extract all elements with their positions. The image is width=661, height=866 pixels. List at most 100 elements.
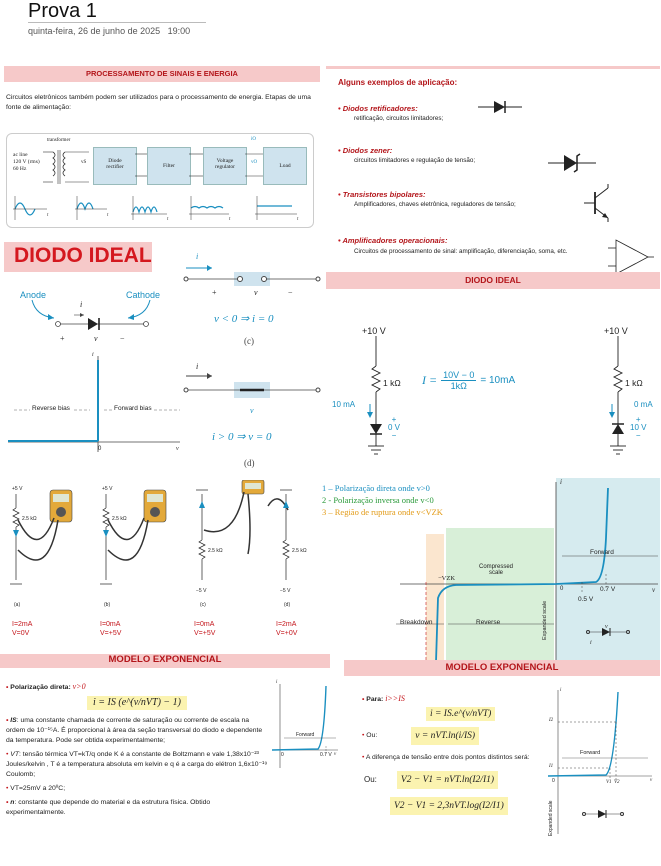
- wave-t-3: t: [167, 217, 169, 222]
- right-vcc: +10 V: [604, 326, 628, 336]
- diode-plus: +: [60, 334, 65, 343]
- example-bjt-desc: Amplificadores, chaves eletrônica, regul…: [354, 201, 516, 208]
- case-c-label: (c): [244, 336, 254, 346]
- exp-right-v: v: [650, 778, 653, 783]
- meter-d-resistor: 2.5 kΩ: [292, 548, 307, 554]
- example-opamp-desc: Circuitos de processamento de sinal: amp…: [354, 248, 568, 255]
- example-rectifier-desc: retificação, circuitos limitadores;: [354, 115, 444, 122]
- block-load: Load: [263, 147, 307, 185]
- diode-i-label: i: [80, 300, 83, 309]
- wave-t-2: t: [107, 213, 109, 218]
- source-line-2: 120 V (rms): [13, 159, 40, 165]
- exp-left-07: 0.7 V: [320, 752, 332, 758]
- exp-left-graph: [271, 684, 338, 768]
- exp-left-forward: Forward: [296, 732, 315, 738]
- eq-numerator: 10V − 0: [441, 370, 477, 381]
- block-rectifier-label: Diode rectifier: [106, 158, 124, 170]
- case-d-equation: i > 0 ⇒ v = 0: [212, 431, 272, 443]
- diff-row: A diferença de tensão entre dois pontos …: [362, 753, 542, 763]
- is-desc: : uma constante chamada de corrente de s…: [6, 717, 263, 744]
- power-supply-diagram: ac line 120 V (rms) 60 Hz transformer vS…: [6, 133, 314, 228]
- exp-left-i: i: [276, 680, 278, 685]
- meter-d-supply: −5 V: [280, 588, 291, 594]
- meter-b-resistor: 2.5 kΩ: [112, 516, 127, 522]
- wave-t-5: t: [297, 217, 299, 222]
- anode-label: Anode: [20, 290, 47, 300]
- n-desc: : constante que depende do material e da…: [6, 799, 211, 816]
- example-zener-title: Diodos zener:: [338, 146, 558, 155]
- exp-right-zero: 0: [552, 778, 555, 784]
- eq4: V2 − V1 = 2,3nVT.log(I2/I1): [390, 797, 508, 815]
- open-i-label: i: [196, 252, 199, 261]
- exp-right-i1: I1: [549, 764, 554, 769]
- reading-b-v: V=+5V: [100, 630, 122, 637]
- meter-a-supply: +5 V: [12, 486, 23, 492]
- char-forward: Forward: [590, 549, 614, 556]
- left-plus: +: [391, 415, 397, 424]
- reading-a-i: I=2mA: [12, 621, 33, 628]
- example-opamp: Amplificadores operacionais: Circuitos d…: [338, 236, 600, 256]
- para-cond: i>>IS: [385, 694, 405, 703]
- examples-top-bar: [326, 66, 660, 69]
- meter-c-label: (c): [200, 602, 206, 608]
- block-regulator-label: Voltage regulator: [215, 158, 235, 170]
- ideal-origin: 0: [98, 446, 102, 452]
- meter-b-supply: +5 V: [102, 486, 113, 492]
- title-divider: [28, 22, 206, 23]
- ideal-diode-symbol: [31, 299, 151, 330]
- meter-b-label: (b): [104, 602, 110, 608]
- ou2-label: Ou:: [364, 775, 377, 784]
- eq4-row: V2 − V1 = 2,3nVT.log(I2/I1): [390, 797, 542, 815]
- char-small-v: v: [605, 624, 608, 630]
- page-date: quinta-feira, 26 de junho de 2025 19:00: [28, 26, 190, 36]
- exp-right-header: MODELO EXPONENCIAL: [344, 660, 660, 676]
- reading-c-i: I=0mA: [194, 621, 215, 628]
- exp-right-i: i: [560, 688, 562, 693]
- char-small-i: i: [590, 640, 592, 646]
- exp-right-graph: [547, 690, 652, 834]
- reading-d-i: I=2mA: [276, 621, 297, 628]
- meter-circuits: +5 V +5 V −5 V −5 V 2.5 kΩ 2.5 kΩ 2.5 kΩ…: [10, 480, 307, 608]
- example-opamp-title: Amplificadores operacionais:: [338, 236, 600, 245]
- exp-left-zero: 0: [281, 752, 284, 758]
- wave-t-4: t: [229, 217, 231, 222]
- char-axis-v: v: [652, 586, 656, 594]
- reading-b: I=0mA V=+5V: [100, 620, 121, 638]
- para-label: Para:: [362, 696, 383, 703]
- exp-left-content: Polarização direta: v>0 i = IS (e^(v/nVT…: [6, 682, 268, 818]
- eq-denominator: 1kΩ: [450, 381, 467, 391]
- exp-right-v1: V1: [606, 780, 612, 785]
- reading-a-v: V=0V: [12, 630, 30, 637]
- wave-t-1: t: [47, 213, 49, 218]
- exp-right-forward: Forward: [580, 750, 601, 756]
- example-rectifier-title: Diodos retificadores:: [338, 104, 538, 113]
- open-plus: +: [212, 288, 217, 297]
- block-regulator: Voltage regulator: [203, 147, 247, 185]
- exp-right-expanded: Expanded scale: [548, 800, 554, 836]
- ideal-title-box: [4, 242, 152, 272]
- eq2: v = nVT.ln(i/IS): [411, 727, 480, 745]
- block-filter: Filter: [147, 147, 191, 185]
- reading-b-i: I=0mA: [100, 621, 121, 628]
- char-zero: 0: [560, 586, 564, 592]
- left-diode-voltage: + 0 V −: [388, 416, 400, 440]
- vt-term: VT: [6, 751, 19, 758]
- vt-value-row: VT=25mV a 20ºC;: [6, 784, 268, 794]
- case-c-equation: v < 0 ⇒ i = 0: [214, 313, 274, 325]
- meter-c-resistor: 2.5 kΩ: [208, 548, 223, 554]
- char-breakdown: Breakdown: [400, 619, 433, 626]
- reading-a: I=2mA V=0V: [12, 620, 32, 638]
- source-label: ac line 120 V (rms) 60 Hz: [13, 152, 40, 173]
- example-zener-desc: circuitos limitadores e regulação de ten…: [354, 157, 476, 164]
- vt-desc: : tensão térmica VT=kT/q onde K é a cons…: [6, 751, 268, 778]
- right-current: 0 mA: [634, 400, 653, 409]
- para-row: Para: i>>IS: [362, 694, 542, 705]
- eq3: V2 − V1 = nVT.ln(I2/I1): [396, 771, 499, 789]
- ideal-axis-i: i: [92, 352, 94, 358]
- io-label: iO: [251, 137, 256, 142]
- vs-label: vS: [81, 160, 87, 165]
- direct-bias-label: Polarização direta:: [6, 684, 71, 691]
- zener-symbol-icon: [548, 153, 596, 173]
- open-minus: −: [288, 288, 293, 297]
